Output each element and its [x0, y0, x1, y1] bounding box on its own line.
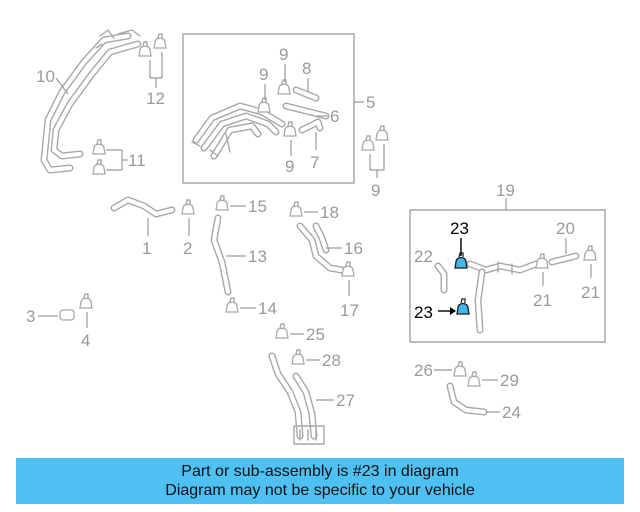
callout-10: 10: [36, 67, 55, 86]
plug-3: [59, 309, 75, 321]
clamp-28: [291, 349, 305, 365]
callout-29: 29: [500, 371, 519, 390]
clamp-11b: [92, 159, 106, 175]
callout-22: 22: [414, 247, 433, 266]
callout-6: 6: [330, 107, 339, 126]
hose-16: [296, 222, 346, 274]
callout-17: 17: [340, 301, 359, 320]
hose-clamp-23-top: [454, 252, 468, 269]
clamp-21a: [535, 253, 549, 269]
leader-12: [149, 52, 163, 88]
clamp-9c: [283, 121, 297, 137]
hose-20: [548, 252, 580, 266]
callout-28: 28: [322, 351, 341, 370]
hose-clamp-23-bottom: [456, 298, 470, 315]
clamp-18: [289, 201, 303, 217]
callout-24: 24: [502, 403, 521, 422]
clamp-15: [215, 195, 229, 211]
callout-18: 18: [320, 203, 339, 222]
callout-8: 8: [302, 59, 311, 78]
leader-11: [106, 149, 128, 171]
callout-16: 16: [344, 239, 363, 258]
callout-23-bottom: 23: [414, 303, 433, 322]
pipe-assembly-10: [40, 29, 142, 174]
clamp-14: [225, 297, 239, 313]
leader-23-arrowhead: [450, 307, 456, 315]
callout-9-right: 9: [371, 181, 380, 200]
callout-7: 7: [310, 153, 319, 172]
callout-4: 4: [81, 331, 90, 350]
callout-9-left: 9: [259, 65, 268, 84]
leader-9-right: [369, 144, 385, 178]
clamp-2: [181, 199, 195, 215]
callout-21a: 21: [533, 291, 552, 310]
group-frame-19: [409, 209, 606, 343]
callout-25: 25: [306, 325, 325, 344]
clamp-25: [275, 323, 289, 339]
hose-1: [110, 196, 176, 218]
callout-1: 1: [142, 239, 151, 258]
clamp-29: [467, 371, 481, 387]
callout-14: 14: [258, 299, 277, 318]
callout-26: 26: [414, 361, 433, 380]
callout-5: 5: [366, 93, 375, 112]
hose-6: [282, 102, 330, 120]
clamp-4: [79, 293, 93, 309]
hose-24: [446, 382, 488, 416]
callout-12: 12: [146, 89, 165, 108]
clamp-26: [453, 361, 467, 377]
info-banner: Part or sub-assembly is #23 in diagram D…: [16, 458, 624, 504]
callout-19: 19: [496, 181, 515, 200]
leader-10: [55, 77, 69, 95]
clamp-12b: [153, 33, 167, 49]
hose-assembly-5: [191, 102, 286, 160]
clamp-9e: [375, 125, 389, 141]
hose-22: [434, 262, 448, 294]
clamp-17: [341, 261, 355, 277]
banner-line-2: Diagram may not be specific to your vehi…: [165, 482, 475, 499]
callout-13: 13: [248, 247, 267, 266]
callout-15: 15: [248, 197, 267, 216]
hose-assembly-27: [268, 352, 325, 445]
callout-27: 27: [336, 391, 355, 410]
callout-23-top: 23: [450, 219, 469, 238]
pipe-assembly-19: [466, 260, 540, 334]
banner-line-1: Part or sub-assembly is #23 in diagram: [181, 463, 459, 480]
callout-21b: 21: [581, 283, 600, 302]
callout-3: 3: [26, 307, 35, 326]
hose-7: [298, 118, 324, 134]
clamp-9d: [361, 135, 375, 151]
clamp-11a: [92, 139, 106, 155]
callout-2: 2: [183, 239, 192, 258]
callout-9-bottom: 9: [285, 157, 294, 176]
callout-9-top: 9: [279, 45, 288, 64]
clamp-9a: [277, 79, 291, 95]
clamp-9b: [257, 97, 271, 113]
hose-13: [210, 214, 232, 296]
callout-11: 11: [128, 151, 146, 170]
hose-8: [292, 86, 320, 102]
group-frame-5: [182, 33, 355, 184]
clamp-21b: [583, 245, 597, 261]
callout-20: 20: [556, 219, 575, 238]
